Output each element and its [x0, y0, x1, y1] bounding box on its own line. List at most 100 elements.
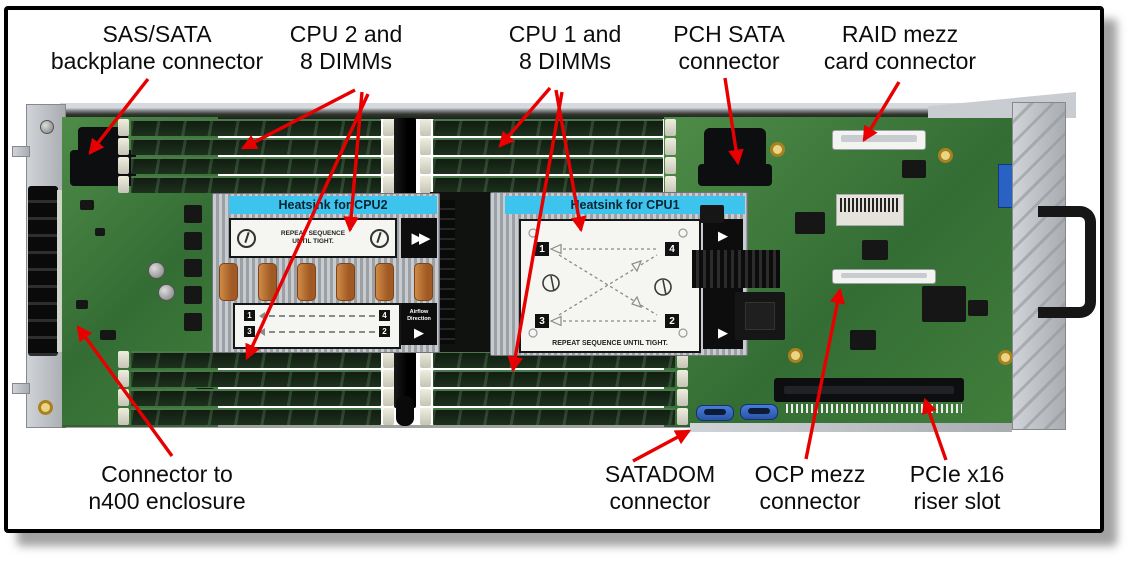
heatpipe	[219, 263, 238, 301]
heatpipe	[258, 263, 277, 301]
airflow-arrow-icon: ▶▶	[411, 229, 430, 247]
chip	[184, 286, 202, 304]
screw-icon	[237, 228, 256, 248]
dimm-module	[118, 119, 394, 136]
pcie-x16-riser-slot	[774, 378, 964, 402]
chip	[76, 300, 88, 309]
chip	[795, 212, 825, 234]
rail-ridges	[1013, 103, 1065, 429]
n400-edge-connector-lip	[57, 190, 62, 352]
callout-cpu1-dimms: CPU 1 and 8 DIMMs	[508, 21, 622, 74]
satadom-connector	[696, 405, 734, 421]
chassis-pin	[12, 383, 30, 394]
chip	[184, 313, 202, 331]
dimm-bank-cpu1-upper	[420, 119, 676, 193]
callout-ocp-mezz: OCP mezz connector	[754, 461, 866, 514]
airflow-arrow-icon: ▶	[414, 325, 424, 340]
chip	[95, 228, 105, 236]
seq-number: 2	[665, 314, 679, 328]
black-finned-heatsink	[692, 250, 780, 288]
screw-hole	[788, 348, 803, 363]
seq-number: 4	[665, 242, 679, 256]
pch-sata-connector-base	[698, 164, 772, 186]
dimm-module	[118, 408, 394, 425]
callout-n400-connector: Connector to n400 enclosure	[88, 461, 246, 514]
chassis-pin	[12, 146, 30, 157]
barcode-label	[836, 194, 904, 226]
dimm-bank-cpu2-lower	[118, 351, 394, 425]
airflow-arrow-icon: ▶	[718, 325, 728, 340]
chip	[184, 232, 202, 250]
dimm-bank-cpu1-lower	[420, 351, 688, 425]
dimm-module	[118, 389, 394, 406]
open-arrow-icon	[259, 311, 265, 320]
heatpipe	[297, 263, 316, 301]
callout-pch-sata: PCH SATA connector	[673, 21, 785, 74]
chip	[902, 160, 926, 178]
open-arrow-icon	[259, 327, 265, 336]
screw-hole	[770, 142, 785, 157]
barcode	[840, 198, 900, 212]
board-bottom-edge	[62, 425, 1012, 428]
screw-hole	[938, 148, 953, 163]
dimm-module	[420, 138, 676, 155]
ocp-mezz-connector	[832, 269, 936, 284]
dimm-module	[420, 157, 676, 174]
heatpipe	[375, 263, 394, 301]
pcie-slot-pins	[786, 404, 962, 413]
torque-instruction: REPEAT SEQUENCE UNTIL TIGHT.	[552, 340, 668, 347]
screw-hole	[998, 350, 1013, 365]
callout-sas-backplane: SAS/SATA backplane connector	[50, 21, 264, 74]
callout-cpu2-dimms: CPU 2 and 8 DIMMs	[289, 21, 403, 74]
cpu2-sequence-label: 1 4 3 2	[233, 303, 401, 349]
seq-number: 3	[244, 326, 255, 337]
dimm-module	[420, 408, 688, 425]
chip	[184, 259, 202, 277]
dimm-module	[420, 370, 688, 387]
dimm-module	[420, 119, 676, 136]
dimm-module	[118, 176, 394, 193]
chip	[850, 330, 876, 350]
bmc-chip	[735, 292, 785, 340]
chip	[80, 200, 94, 210]
capacitor	[158, 284, 175, 301]
heatpipe	[414, 263, 433, 301]
chassis-right-rail	[1012, 102, 1066, 430]
chip	[862, 240, 888, 260]
callout-pcie-riser: PCIe x16 riser slot	[909, 461, 1005, 514]
n400-edge-connector	[28, 186, 58, 356]
screw	[40, 120, 54, 134]
chip	[184, 205, 202, 223]
chip	[968, 300, 988, 316]
chassis-bottom-strip	[690, 423, 1012, 432]
dimm-bank-cpu2-upper	[118, 119, 394, 193]
chip	[100, 330, 116, 340]
seq-number: 1	[535, 242, 549, 256]
seq-number: 3	[535, 314, 549, 328]
sequence-row: 1 4	[244, 310, 390, 321]
cpu1-torque-label: 1 4 3 2 REPEAT SEQUENCE UNTIL TIGHT.	[519, 219, 701, 353]
airflow-arrow-icon: ▶	[718, 228, 728, 243]
airflow-arrow-box: ▶▶	[401, 218, 437, 258]
chip	[700, 205, 724, 223]
air-baffle-fins	[437, 200, 455, 344]
dimm-module	[118, 138, 394, 155]
raid-mezz-card-connector	[832, 130, 926, 150]
seq-number: 1	[244, 310, 255, 321]
capacitor	[148, 262, 165, 279]
seq-number: 2	[379, 326, 390, 337]
copper-heatpipes	[215, 263, 437, 301]
torque-sequence-diagram	[528, 228, 688, 338]
dimm-module	[118, 157, 394, 174]
screw-icon	[369, 228, 389, 248]
node-handle	[1038, 206, 1096, 318]
dimm-module	[420, 176, 676, 193]
dimm-module	[118, 351, 394, 368]
heatpipe	[336, 263, 355, 301]
screw-hole	[38, 400, 53, 415]
